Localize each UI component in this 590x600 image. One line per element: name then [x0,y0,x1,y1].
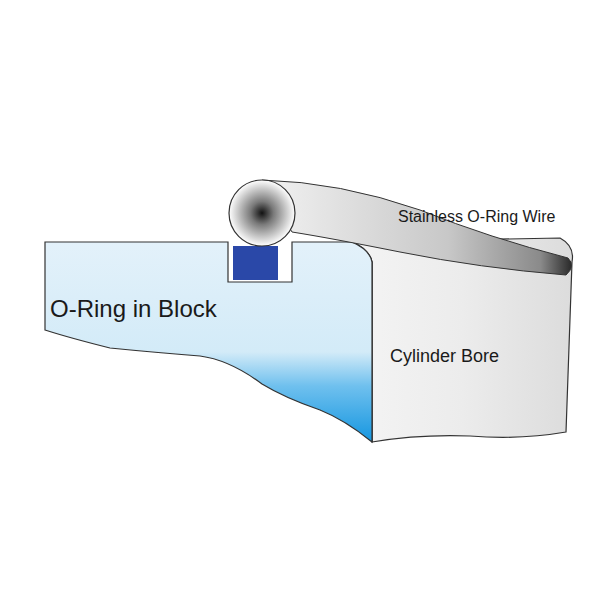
part-label: Cylinder Bore [390,347,499,367]
engine-block-section [45,242,372,442]
part-label: Stainless O-Ring Wire [398,208,555,226]
stainless-wire-section [229,180,295,246]
o-ring-in-groove [233,246,278,280]
part-label: O-Ring in Block [50,296,217,322]
stainless-wire-tail [262,180,572,275]
